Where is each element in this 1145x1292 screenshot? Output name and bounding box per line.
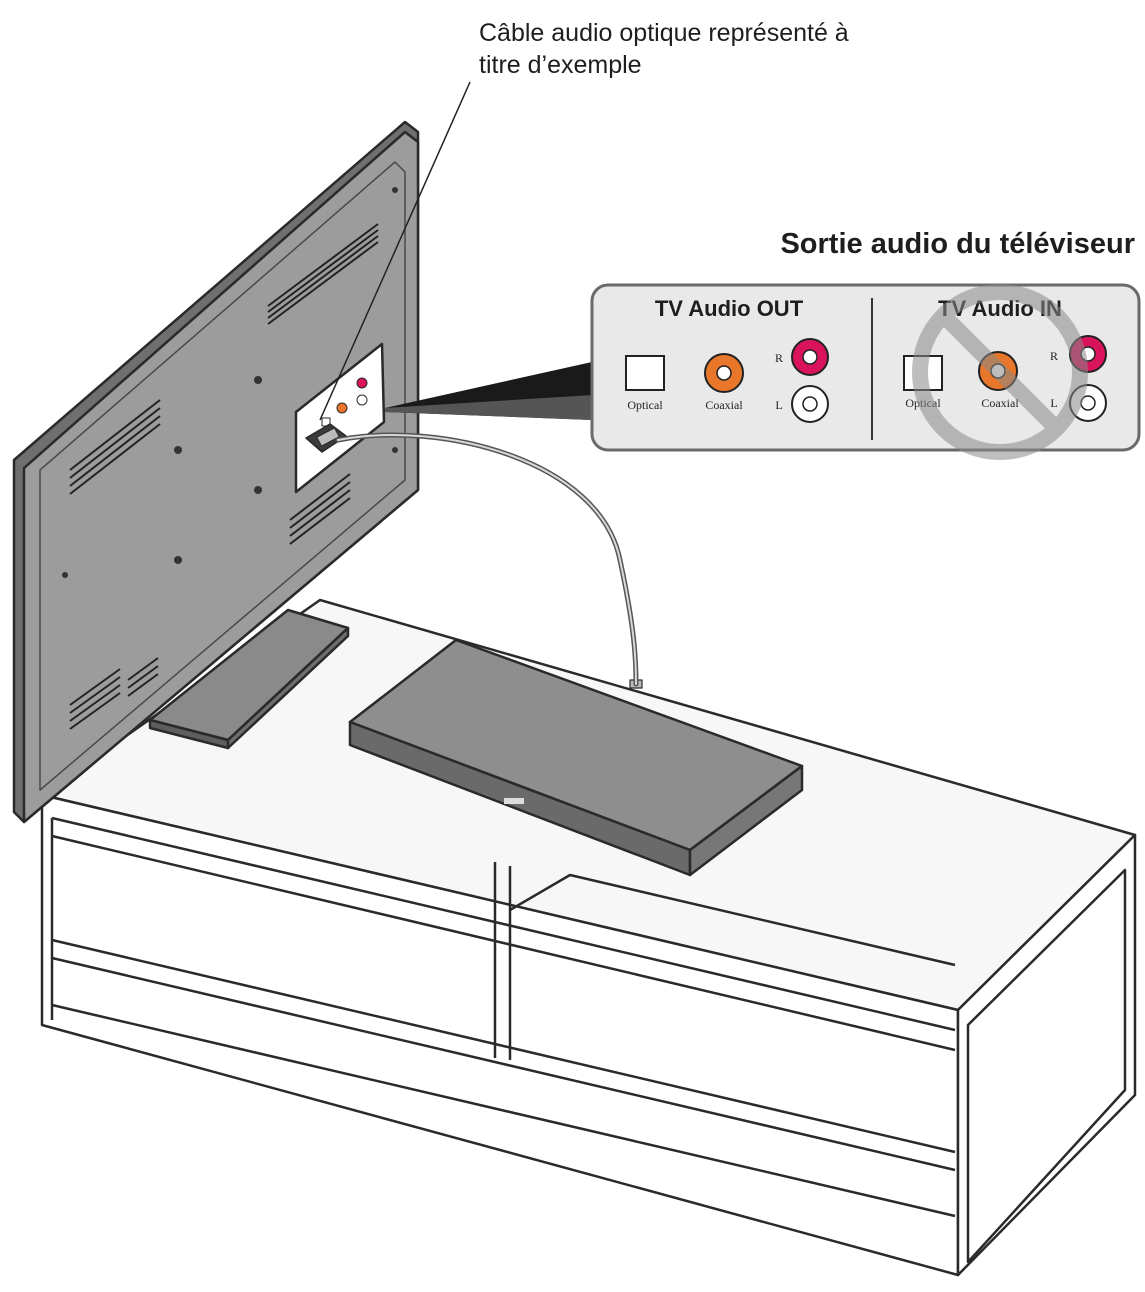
cabinet-top-rail-inner bbox=[51, 834, 956, 1052]
coaxial-label-out: Coaxial bbox=[705, 398, 743, 412]
right-label-out: R bbox=[775, 351, 783, 365]
cabinet-bottom-rail bbox=[51, 1003, 956, 1218]
left-label-in: L bbox=[1050, 396, 1057, 410]
tv-audio-panel: TV Audio OUT TV Audio IN Optical Coaxial… bbox=[590, 283, 1141, 460]
annotation-leader-line bbox=[319, 81, 471, 421]
tv-stand-base bbox=[148, 608, 350, 750]
cabinet-shelf-interior bbox=[509, 873, 956, 967]
heading-tv-audio-output: Sortie audio du téléviseur bbox=[780, 228, 1135, 260]
cabinet-side-inset bbox=[966, 868, 1127, 1264]
console-logo bbox=[504, 798, 524, 804]
prohibited-icon bbox=[912, 284, 1088, 460]
tv-screw-holes bbox=[62, 187, 398, 578]
annotation-line-2: titre d’exemple bbox=[479, 51, 642, 79]
optical-label-out: Optical bbox=[627, 398, 663, 412]
left-label-out: L bbox=[775, 398, 782, 412]
annotation-line-1: Câble audio optique représenté à bbox=[479, 19, 849, 47]
right-label-in: R bbox=[1050, 349, 1058, 363]
panel-out-title: TV Audio OUT bbox=[655, 296, 804, 321]
cabinet-mid-rail-inner bbox=[51, 956, 956, 1172]
tv-vent-grilles bbox=[69, 223, 379, 730]
tv-back-panel bbox=[22, 130, 420, 824]
cabinet-mid-rail bbox=[51, 938, 956, 1154]
cabinet-side bbox=[956, 833, 1137, 1277]
optical-port-out bbox=[625, 355, 665, 391]
television-rear bbox=[12, 120, 420, 824]
audio-console bbox=[348, 638, 804, 877]
cabinet-top-rail bbox=[51, 816, 956, 1032]
optical-plug bbox=[305, 423, 347, 453]
console-side bbox=[688, 764, 804, 877]
coaxial-label-in: Coaxial bbox=[981, 396, 1019, 410]
